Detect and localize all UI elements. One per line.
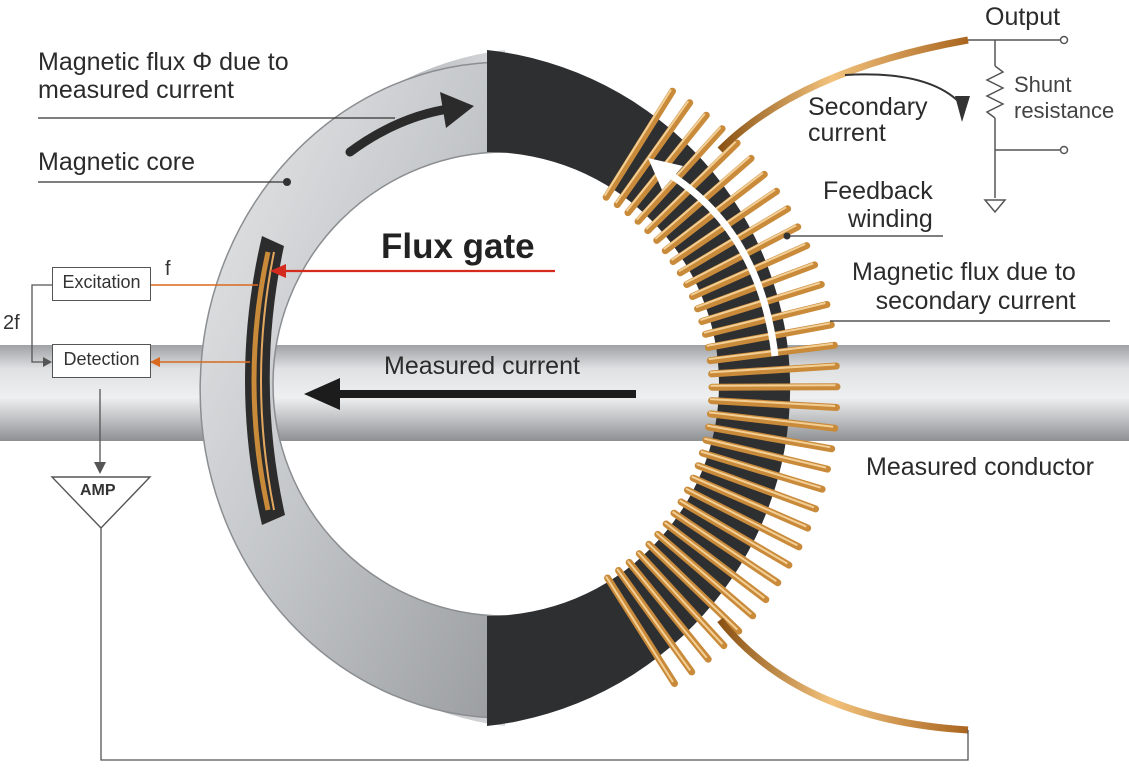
winding-turn-highlight (679, 499, 788, 565)
flux-secondary-label: Magnetic flux due to secondary current (852, 258, 1076, 315)
winding-turn (702, 436, 831, 473)
winding-turn-highlight (691, 475, 807, 528)
winding-turn-highlight (603, 89, 672, 197)
flux-arrow-secondary (664, 169, 779, 357)
winding-turn-highlight (710, 363, 835, 374)
shunt-resistance-label: Shunt resistance (1014, 72, 1115, 123)
winding-turn-highlight (646, 542, 738, 631)
winding-turn-highlight (710, 398, 836, 407)
measured-current-label: Measured current (384, 352, 580, 380)
winding-turn-highlight (635, 126, 722, 221)
winding-turn-highlight (706, 424, 831, 449)
winding-turn-highlight (605, 575, 674, 683)
winding-turn-highlight (696, 463, 815, 509)
winding-turn (634, 125, 726, 225)
winding-turn-highlight (614, 100, 690, 204)
amp-triangle (50, 476, 152, 530)
winding-turn (708, 397, 840, 411)
amp-label: AMP (80, 482, 116, 499)
measured-conductor-label: Measured conductor (866, 453, 1094, 481)
shunt-resistor (985, 65, 1005, 119)
winding-turn-highlight (695, 262, 814, 309)
winding-lead-top (717, 36, 969, 153)
winding-turn-highlight (637, 551, 724, 645)
ground-symbol (983, 199, 1007, 214)
excitation-box: Excitation (52, 267, 151, 301)
winding-turn (707, 410, 839, 432)
frequency-f-label: f (165, 258, 171, 280)
winding-turn (698, 449, 826, 493)
winding-lead-bottom (717, 617, 969, 734)
winding-turn-highlight (700, 282, 821, 321)
flux-gate-title: Flux gate (381, 227, 535, 266)
flux-gate-slot (245, 236, 285, 525)
winding-turn (602, 87, 676, 201)
magnetic-core-label: Magnetic core (38, 148, 196, 176)
winding-turn-highlight (708, 411, 834, 428)
winding-turn (705, 423, 836, 453)
output-label: Output (985, 3, 1061, 31)
winding-turn-highlight (704, 437, 827, 469)
flux-gate-coil (251, 251, 271, 511)
winding-turn-highlight (700, 450, 821, 489)
winding-turn-highlight (616, 568, 692, 671)
winding-turn-highlight (685, 487, 798, 547)
winding-turn-highlight (664, 521, 765, 599)
frequency-2f-label: 2f (3, 312, 20, 334)
winding-turn-highlight (626, 560, 708, 659)
flux-measured-label: Magnetic flux Φ due to measured current (38, 48, 289, 104)
feedback-winding-label: Feedback winding (822, 177, 933, 233)
secondary-current-arrow (955, 96, 970, 122)
core-silver-face (199, 61, 505, 719)
winding-turn-highlight (655, 532, 752, 616)
winding-turn (613, 99, 694, 209)
secondary-current-label: Secondary current (808, 93, 928, 147)
winding-turn (708, 362, 840, 378)
winding-turn-highlight (671, 510, 777, 583)
winding-turn-highlight (708, 342, 834, 361)
detection-box: Detection (52, 344, 151, 378)
